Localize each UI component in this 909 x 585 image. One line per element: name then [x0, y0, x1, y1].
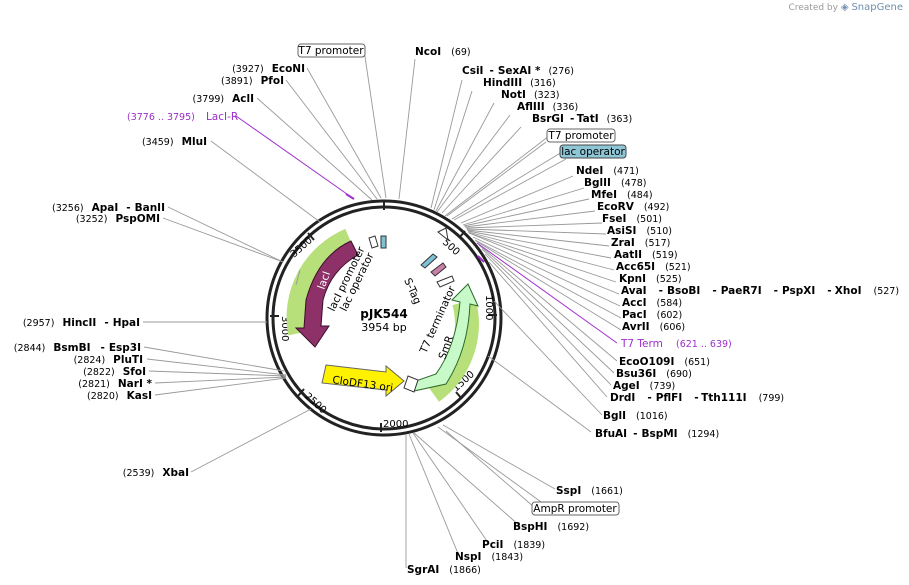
site-noti: NotI(323) [501, 89, 559, 101]
primer-t7-term: T7 Term (621 .. 639) [620, 332, 732, 351]
site-bsmbi: (2844)BsmBI-Esp3I [14, 342, 141, 354]
site-agei: AgeI(739) [613, 380, 675, 392]
site-econi: (3927)EcoNI [232, 63, 305, 75]
credit-brand: SnapGene [851, 2, 903, 13]
site-kasi: (2820)KasI [87, 390, 152, 402]
snapgene-logo-icon: ◈ [840, 2, 849, 13]
ampr-promoter-label: AmpR promoter [533, 503, 617, 515]
site-csii: CsiI-SexAI *(276) [462, 65, 574, 77]
lac-operator-box-label: lac operator [561, 146, 625, 158]
snapgene-credit: Created by ◈ SnapGene [788, 2, 903, 13]
feature-leader-lines [235, 115, 618, 508]
site-apai: (3256)ApaI-BanII [52, 202, 165, 214]
site-sgrai: SgrAI(1866) [407, 564, 481, 576]
t7-promoter-top-label: T7 promoter [297, 45, 364, 57]
s-tag-label: S-Tag [401, 276, 423, 306]
tick-500: 500 [440, 237, 462, 258]
site-bfuai: BfuAI-BspMI(1294) [595, 428, 719, 440]
site-pfoi: (3891)PfoI [221, 75, 284, 87]
site-fsei: FseI(501) [602, 213, 662, 225]
site-sfoi: (2822)SfoI [83, 366, 146, 378]
site-drdi: DrdI-PflFI-Tth111I(799) [610, 392, 784, 404]
site-acli: (3799)AclI [193, 93, 254, 105]
site-paci: PacI(602) [622, 309, 682, 321]
site-ecorv: EcoRV(492) [597, 201, 669, 213]
tick-1000: 1000 [483, 295, 494, 320]
box-t7-promoter-top: T7 promoter [297, 43, 366, 58]
site-zrai: ZraI(517) [611, 237, 670, 249]
site-bgli: BglI(1016) [603, 410, 668, 422]
site-mlui: (3459)MluI [142, 136, 207, 148]
site-asisi: AsiSI(510) [607, 225, 672, 237]
lac-elements [368, 235, 387, 249]
site-bglii: BglII(478) [584, 177, 646, 189]
site-aatii: AatII(519) [614, 249, 678, 261]
site-mfei: MfeI(484) [591, 189, 653, 201]
site-pluti: (2824)PluTI [74, 354, 143, 366]
t7-promoter-right-label: T7 promoter [547, 130, 614, 142]
site-ndei: NdeI(471) [576, 165, 639, 177]
site-bsphi: BspHI(1692) [513, 521, 589, 533]
site-pspomi: (3252)PspOMI [76, 213, 160, 225]
t7-elements [420, 227, 455, 288]
site-pcii: PciI(1839) [482, 539, 545, 551]
plasmid-name: pJK544 [360, 307, 407, 321]
tick-2000: 2000 [383, 419, 408, 430]
ori-feature [321, 364, 419, 398]
smr-feature [409, 283, 479, 402]
site-hincii: (2957)HincII-HpaI [23, 317, 140, 329]
site-kpni: KpnI(525) [619, 273, 682, 285]
site-leader-lines [143, 49, 622, 568]
site-ncoi: NcoI(69) [415, 46, 471, 58]
box-ampr-promoter: AmpR promoter [531, 501, 620, 516]
tick-3000: 3000 [279, 316, 290, 341]
credit-prefix: Created by [788, 3, 838, 13]
site-afliii: AflIII(336) [517, 101, 578, 113]
laci-label: lacI [316, 270, 334, 291]
laci-feature [286, 228, 359, 348]
site-avai: AvaI-BsoBI-PaeR7I-PspXI-XhoI(527) [621, 285, 899, 297]
site-acci: AccI(584) [622, 297, 682, 309]
plasmid-length: 3954 bp [361, 321, 406, 334]
site-sspi: SspI(1661) [556, 485, 623, 497]
site-bsrgi: BsrGI-TatI(363) [532, 113, 632, 125]
box-lac-operator: lac operator [559, 144, 627, 159]
site-nspi: NspI(1843) [455, 551, 523, 563]
tick-marks [270, 201, 497, 432]
primer-laci-r: (3776 .. 3795) LacI-R [127, 105, 238, 124]
site-ecoo109i: EcoO109I(651) [619, 356, 710, 368]
site-nari: (2821)NarI * [78, 378, 152, 390]
site-xbai: (2539)XbaI [123, 467, 189, 479]
box-t7-promoter-right: T7 promoter [546, 128, 616, 143]
site-hindiii: HindIII(316) [483, 77, 556, 89]
site-bsu36i: Bsu36I(690) [616, 368, 692, 380]
site-avrii: AvrII(606) [622, 321, 685, 333]
site-acc65i: Acc65I(521) [616, 261, 691, 273]
